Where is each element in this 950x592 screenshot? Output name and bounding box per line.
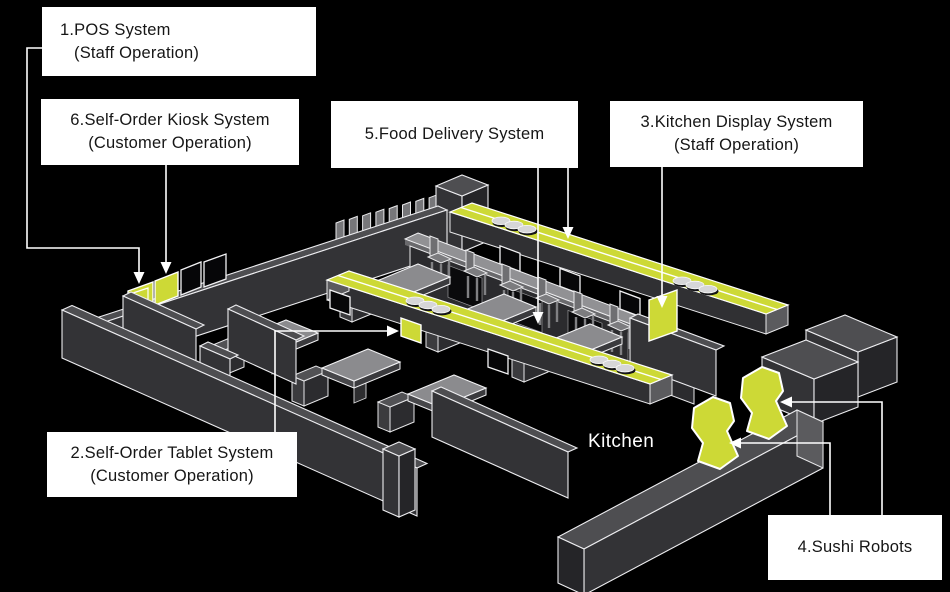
connector-food-delivery (532, 168, 574, 324)
label-box-kiosk-system: 6.Self-Order Kiosk System (Customer Oper… (41, 99, 299, 165)
table-order-screen-dark-1 (329, 289, 351, 316)
label-box-pos-system: 1.POS System (Staff Operation) (42, 7, 316, 76)
label-box-tablet-system: 2.Self-Order Tablet System (Customer Ope… (47, 432, 297, 497)
kitchen-display-panel (648, 289, 678, 342)
left-outer-wall (60, 304, 429, 517)
kiosk-screen-dark-1 (180, 261, 202, 296)
connector-kds (656, 167, 668, 308)
label-text: (Staff Operation) (673, 136, 800, 154)
label-text: 6.Self-Order Kiosk System (70, 111, 270, 129)
kiosk-screen-dark-2 (203, 253, 227, 288)
label-box-food-delivery-system: 5.Food Delivery System (331, 101, 578, 168)
table-order-screen-dark-2 (487, 348, 509, 375)
label-text: 3.Kitchen Display System (640, 113, 833, 131)
label-text: 2.Self-Order Tablet System (70, 443, 274, 462)
connector-kiosk (160, 165, 172, 274)
kitchen-area-label: Kitchen (588, 431, 655, 452)
label-text: (Staff Operation) (74, 43, 200, 62)
label-text: (Customer Operation) (90, 466, 254, 485)
sushi-robot-counter (556, 409, 825, 592)
entrance-pillar (381, 441, 417, 518)
label-box-sushi-robots: 4.Sushi Robots (768, 515, 942, 580)
booth-table (321, 348, 401, 404)
front-right-wall (430, 386, 579, 499)
sushi-robot-2 (740, 366, 788, 440)
sushi-robot-1 (691, 396, 739, 470)
label-text: 1.POS System (60, 20, 171, 39)
label-text: (Customer Operation) (88, 134, 252, 152)
connector-pos (26, 47, 145, 284)
connector-tablet (274, 325, 399, 432)
label-text: 5.Food Delivery System (364, 125, 545, 143)
self-order-tablet-screen (400, 317, 422, 344)
label-text: 4.Sushi Robots (797, 538, 913, 556)
kitchen-counter-l-block (760, 314, 899, 425)
connector-sushi-robots (729, 396, 883, 515)
kiosk-screen-highlighted (154, 270, 179, 307)
label-box-kitchen-display-system: 3.Kitchen Display System (Staff Operatio… (610, 101, 863, 167)
